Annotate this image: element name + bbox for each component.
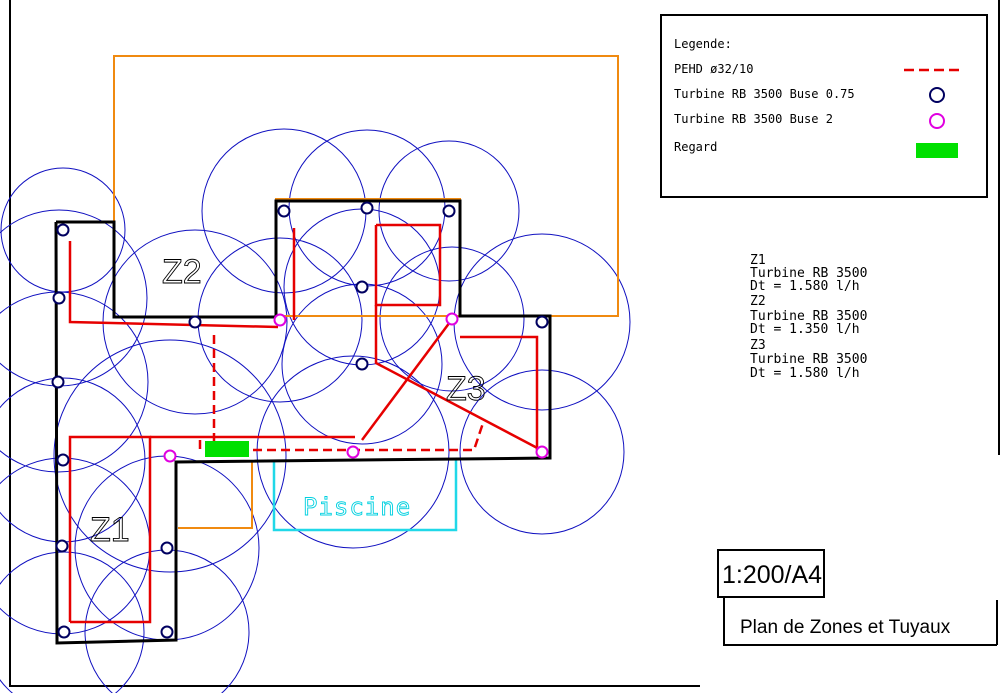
legend-item-pehd-label: PEHD ø32/10 xyxy=(674,62,753,76)
zone-z1-outline-center xyxy=(275,198,461,317)
legend-regard-icon xyxy=(916,143,958,158)
turbine-075-icon xyxy=(56,223,70,237)
pipe-z1-left xyxy=(68,241,279,329)
pehd-dashed-pipe xyxy=(212,335,486,452)
title-block: 1:200/A4 Plan de Zones et Tuyaux xyxy=(717,549,998,646)
zone-info-z1-turbine: Turbine RB 3500 xyxy=(750,266,867,281)
zone-info-z1-dt: Dt = 1.580 l/h xyxy=(750,279,860,294)
zone-info-z2-name: Z2 xyxy=(750,294,766,309)
zone-z2-label: Z2 xyxy=(162,253,202,291)
scale-label: 1:200/A4 xyxy=(722,561,822,589)
legend-item-turbine-075-label: Turbine RB 3500 Buse 0.75 xyxy=(674,87,855,101)
turbine-075-icon xyxy=(188,315,202,329)
turbine-075-icon xyxy=(56,453,70,467)
legend-turbine-075-icon xyxy=(929,87,945,103)
zone-info-z2-dt: Dt = 1.350 l/h xyxy=(750,322,860,337)
regard-box xyxy=(205,441,249,457)
pool-label: Piscine xyxy=(303,493,411,521)
coverage-circle xyxy=(256,355,450,549)
turbine-075-icon xyxy=(51,375,65,389)
zone-z1-label: Z1 xyxy=(90,511,130,549)
scale-box xyxy=(717,549,825,598)
turbine-075-icon xyxy=(160,541,174,555)
coverage-circle xyxy=(379,246,525,392)
turbine-075-icon xyxy=(55,539,69,553)
legend-item-turbine-2-label: Turbine RB 3500 Buse 2 xyxy=(674,112,833,126)
zone-z2-outline xyxy=(113,55,619,317)
zone-info: Z1 Turbine RB 3500 Dt = 1.580 l/h Z2 Tur… xyxy=(750,253,867,381)
legend-title: Legende: xyxy=(674,37,732,51)
zone-info-z2-turbine: Turbine RB 3500 xyxy=(750,309,867,324)
turbine-075-icon xyxy=(355,357,369,371)
turbine-2-icon xyxy=(445,312,459,326)
pipe-z3-loop xyxy=(374,223,442,307)
turbine-075-icon xyxy=(360,201,374,215)
turbine-2-icon xyxy=(273,313,287,327)
turbine-2-icon xyxy=(535,445,549,459)
turbine-075-icon xyxy=(57,625,71,639)
coverage-circle xyxy=(53,339,287,573)
pipe-z3-right xyxy=(374,305,544,453)
zone-z3-label: Z3 xyxy=(446,370,486,408)
zone-info-z1-name: Z1 xyxy=(750,253,766,268)
page-frame xyxy=(9,0,700,687)
title-box-frame xyxy=(723,597,997,646)
turbine-075-icon xyxy=(442,204,456,218)
building-outline xyxy=(54,199,552,645)
turbine-2-icon xyxy=(163,449,177,463)
turbine-2-icon xyxy=(346,445,360,459)
legend: Legende: PEHD ø32/10 Turbine RB 3500 Bus… xyxy=(660,14,988,198)
turbine-075-icon xyxy=(535,315,549,329)
turbine-075-icon xyxy=(355,280,369,294)
plan-title: Plan de Zones et Tuyaux xyxy=(740,617,951,638)
zone-info-z3-dt: Dt = 1.580 l/h xyxy=(750,366,860,381)
pipe-z3-diag xyxy=(360,317,455,441)
legend-frame xyxy=(660,14,988,198)
coverage-circle xyxy=(459,369,625,535)
turbine-075-icon xyxy=(160,625,174,639)
pipes xyxy=(68,223,544,624)
turbine-075-icon xyxy=(277,204,291,218)
pipe-z3-e xyxy=(460,335,539,450)
pool: Piscine xyxy=(272,460,458,532)
legend-item-regard-label: Regard xyxy=(674,140,717,154)
pool-outline xyxy=(272,460,458,532)
zone-info-z3-turbine: Turbine RB 3500 xyxy=(750,352,867,367)
zone-info-z3-name: Z3 xyxy=(750,338,766,353)
building-walls xyxy=(54,199,552,645)
sprinkler-coverage-circles xyxy=(0,128,631,693)
turbines xyxy=(51,201,549,639)
pipe-dashed xyxy=(198,335,486,452)
zone-z1-annex-outline xyxy=(178,462,253,529)
turbine-075-icon xyxy=(52,291,66,305)
legend-turbine-2-icon xyxy=(929,113,945,129)
